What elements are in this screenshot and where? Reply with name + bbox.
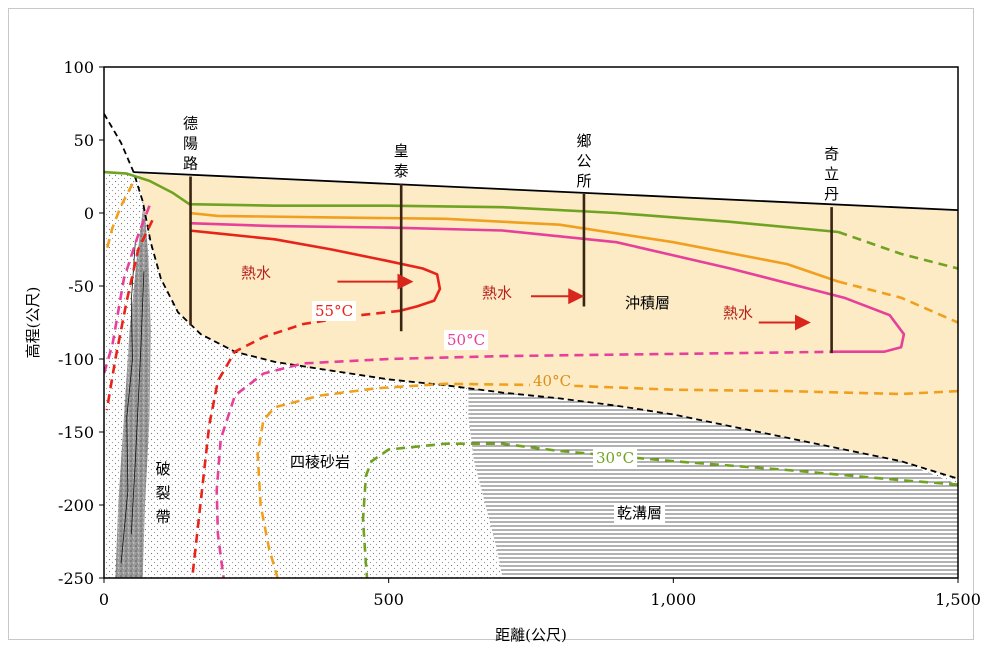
x-axis-ticks: 0 500 1,000 1,500 — [99, 578, 981, 609]
gangou-region — [468, 388, 958, 578]
x-tick-label: 0 — [99, 590, 109, 609]
isotherm-label-30: 30°C — [596, 449, 634, 467]
well-label-char: 所 — [576, 172, 591, 190]
hot-water-label-2: 熱水 — [482, 284, 512, 302]
west-upper-region — [104, 67, 134, 173]
isotherm-40-dashed — [838, 280, 958, 324]
alluvium-region — [138, 172, 958, 479]
fracture-crack — [130, 271, 145, 535]
isotherm-label-40: 40°C — [533, 372, 571, 390]
hot-water-label-3: 熱水 — [723, 304, 753, 322]
hot-water-label-1: 熱水 — [241, 264, 271, 282]
label-40-bg — [530, 371, 575, 391]
x-axis-label: 距離(公尺) — [495, 626, 567, 644]
fracture-label-char: 裂 — [155, 484, 170, 502]
fracture-label-char: 帶 — [155, 508, 170, 526]
well-label-huangtai: 皇泰 — [394, 142, 409, 180]
formation-label-fracture-zone: 破裂帶 — [155, 460, 170, 526]
y-tick-label: 0 — [84, 204, 94, 223]
isotherm-30-dashed-lower — [361, 442, 958, 578]
y-axis-label: 高程(公尺) — [24, 287, 42, 359]
isotherm-40-solid — [189, 211, 839, 283]
well-label-char: 陽 — [183, 135, 198, 153]
isotherm-50-dashed — [215, 350, 839, 578]
formation-label-alluvium: 沖積層 — [625, 294, 670, 312]
y-tick-label: 100 — [63, 58, 94, 77]
annotations: 德陽路 皇泰 鄉公所 奇立丹 55°C 50°C 40°C 30°C 熱水 熱水… — [155, 115, 839, 527]
formation-label-sandstone: 四稜砂岩 — [290, 453, 350, 471]
y-tick-label: -50 — [68, 277, 94, 296]
well-label-char: 德 — [183, 115, 198, 133]
x-tick-label: 1,000 — [650, 590, 696, 609]
plot-area — [104, 67, 958, 578]
well-label-xianggongsuo: 鄉公所 — [576, 132, 591, 190]
isotherm-30-solid — [104, 170, 839, 234]
well-label-char: 皇 — [394, 142, 409, 160]
fracture-zone — [115, 201, 151, 578]
formation-label-bg-gangou — [614, 503, 666, 523]
y-tick-label: -150 — [58, 423, 94, 442]
label-55-bg — [312, 301, 357, 321]
isotherm-55-dashed-west — [105, 219, 154, 411]
isotherm-50-solid — [189, 221, 906, 354]
isotherm-label-55: 55°C — [315, 302, 353, 320]
well-label-char: 泰 — [394, 162, 409, 180]
well-label-char: 路 — [183, 155, 198, 173]
plot-border — [103, 66, 959, 579]
well-label-char: 鄉 — [576, 132, 591, 150]
x-tick-label: 1,500 — [935, 590, 981, 609]
isotherm-55-solid — [189, 229, 442, 313]
well-label-deyanglu: 德陽路 — [183, 115, 198, 173]
isotherm-50-dashed-west — [104, 205, 151, 374]
formation-boundary — [104, 113, 958, 480]
chart-frame — [8, 8, 974, 640]
x-tick-label: 500 — [373, 590, 404, 609]
label-30-bg — [593, 448, 638, 468]
label-50-bg — [444, 330, 489, 350]
y-tick-label: -100 — [58, 350, 94, 369]
y-axis-ticks: 100 50 0 -50 -100 -150 -200 -250 — [58, 58, 104, 588]
sky-region — [104, 67, 958, 211]
well-label-qilidan: 奇立丹 — [824, 145, 839, 203]
well-label-char: 公 — [576, 152, 591, 170]
isotherm-30-dashed — [837, 230, 958, 270]
formation-label-bg-sandstone — [287, 452, 354, 472]
y-tick-label: -250 — [58, 569, 94, 588]
y-tick-label: -200 — [58, 496, 94, 515]
isotherm-40-dashed-west — [105, 183, 134, 250]
isotherm-label-50: 50°C — [447, 331, 485, 349]
fracture-label-char: 破 — [155, 460, 170, 478]
well-label-char: 丹 — [824, 185, 839, 203]
y-tick-label: 50 — [74, 131, 94, 150]
fracture-crack — [120, 242, 136, 564]
well-label-char: 立 — [824, 165, 839, 183]
plot-clip-group — [104, 67, 958, 578]
well-label-char: 奇 — [824, 145, 839, 163]
ground-surface — [133, 171, 958, 211]
formation-label-gangou: 乾溝層 — [617, 504, 662, 522]
